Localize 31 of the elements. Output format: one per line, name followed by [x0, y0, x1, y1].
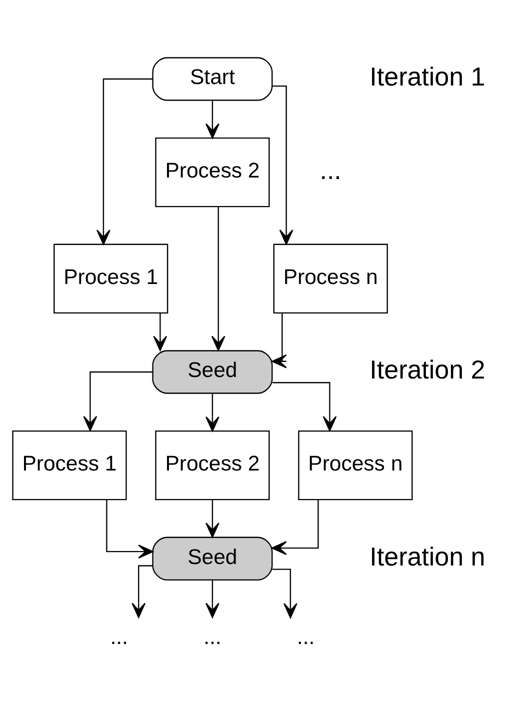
label: Iteration 1	[370, 61, 486, 92]
node-text: ...	[204, 624, 222, 649]
arrow	[211, 206, 226, 350]
arrow	[205, 500, 220, 538]
label: Iteration 2	[370, 354, 486, 384]
node-box: Start	[152, 56, 273, 100]
arrow	[272, 568, 298, 618]
arrow	[272, 312, 287, 368]
arrow	[205, 580, 220, 618]
node-box: Process 1	[12, 430, 127, 500]
arrow	[272, 382, 337, 431]
label: ...	[320, 154, 342, 184]
node-box: Process n	[298, 430, 413, 500]
arrow	[272, 499, 319, 554]
node-box: Seed	[152, 350, 273, 394]
node-box: Seed	[152, 536, 273, 580]
node-text: ...	[110, 624, 128, 649]
arrow	[272, 85, 294, 244]
node-box: Process 2	[155, 136, 270, 207]
node-text: ...	[296, 624, 315, 649]
arrow	[132, 564, 152, 618]
node-box: Process 2	[155, 430, 270, 500]
node-box: Process n	[273, 243, 388, 314]
arrow	[83, 370, 153, 431]
arrow	[205, 100, 220, 138]
arrow	[96, 78, 153, 244]
node-box: Process 1	[54, 243, 168, 314]
arrow	[205, 393, 220, 432]
label: Iteration n	[370, 540, 486, 571]
arrow	[153, 312, 168, 351]
arrow	[106, 499, 154, 558]
